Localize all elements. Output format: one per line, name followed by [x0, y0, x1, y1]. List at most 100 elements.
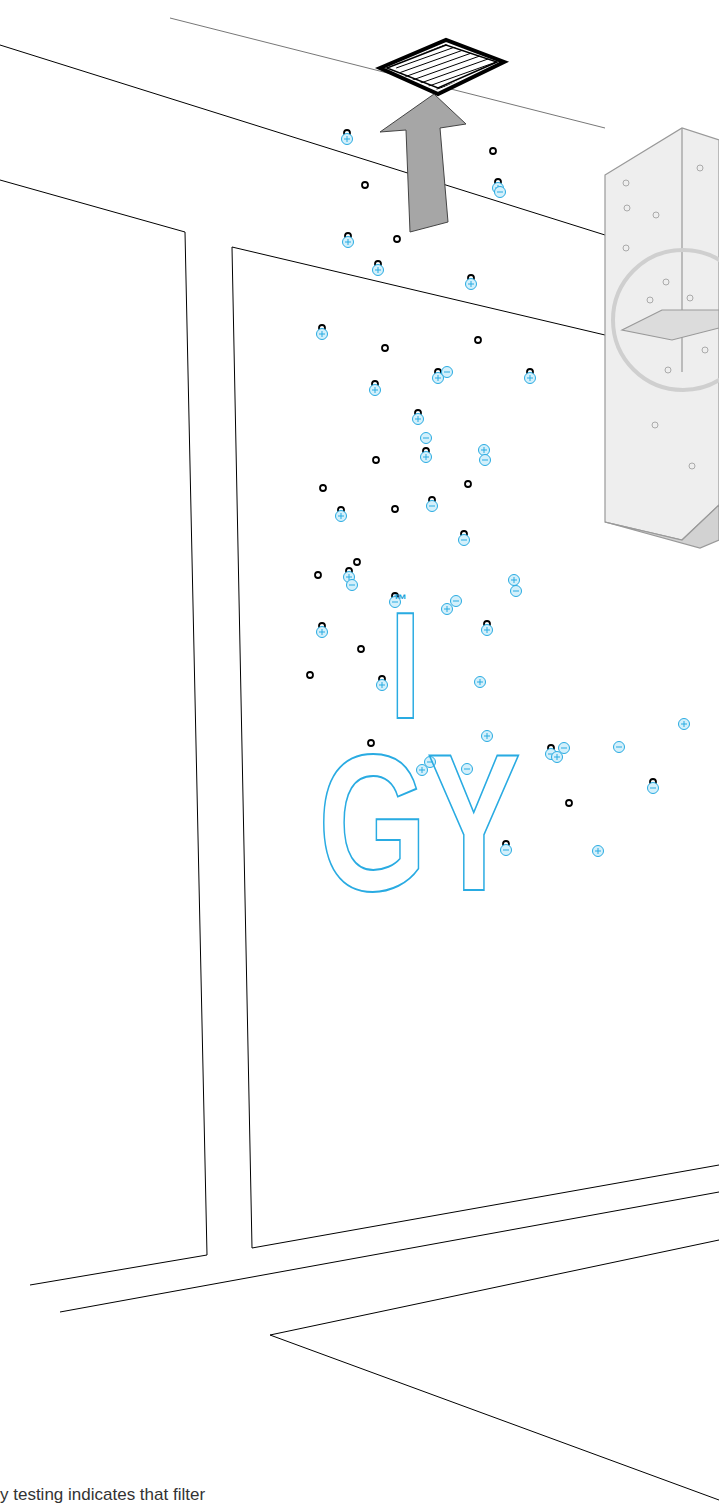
- ion-sign: [598, 848, 599, 854]
- particle: [382, 345, 388, 351]
- particle: [354, 559, 360, 565]
- vent-slat: [380, 0, 520, 50]
- particle: [475, 337, 481, 343]
- ion-charge: [679, 719, 690, 730]
- ion-charge: [413, 414, 424, 425]
- ion-charge: [377, 680, 388, 691]
- ion-charge: [421, 433, 432, 444]
- vent-slat: [425, 50, 565, 100]
- unit-dot: [623, 180, 629, 186]
- particle: [373, 457, 379, 463]
- ion-sign: [322, 629, 323, 635]
- unit-dot: [689, 463, 695, 469]
- room-lines: [0, 18, 719, 1500]
- ion-charge: [559, 743, 570, 754]
- ion-sign: [447, 606, 448, 612]
- ion-charge: [442, 367, 453, 378]
- ion-charge: [509, 575, 520, 586]
- ion-charge: [343, 237, 354, 248]
- unit-dot: [647, 297, 653, 303]
- unit-dot: [665, 367, 671, 373]
- ion-charge: [480, 455, 491, 466]
- ion-charge: [495, 187, 506, 198]
- ion-sign: [444, 372, 450, 373]
- unit-dot: [697, 165, 703, 171]
- ion-sign: [453, 601, 459, 602]
- ion-charge: [317, 329, 328, 340]
- particle: [307, 672, 313, 678]
- heading-letter: I: [390, 588, 421, 741]
- ion-sign: [341, 513, 342, 519]
- ion-charge: [451, 596, 462, 607]
- ion-charge: [421, 452, 432, 463]
- ion-sign: [514, 577, 515, 583]
- ion-charge: [347, 580, 358, 591]
- ion-charge: [525, 373, 536, 384]
- ion-sign: [349, 585, 355, 586]
- ion-sign: [322, 331, 323, 337]
- airflow-arrow: [380, 94, 466, 232]
- vent-slat: [408, 32, 548, 82]
- ion-sign: [349, 574, 350, 580]
- ion-charge: [442, 604, 453, 615]
- ion-charge: [482, 625, 493, 636]
- ion-sign: [480, 679, 481, 685]
- particle: [490, 148, 496, 154]
- ion-sign: [482, 460, 488, 461]
- unit-dot: [702, 347, 708, 353]
- ion-sign: [382, 682, 383, 688]
- ion-charge: [317, 627, 328, 638]
- unit-dot: [653, 212, 659, 218]
- ion-charge: [336, 511, 347, 522]
- ion-sign: [378, 267, 379, 273]
- ion-charge: [373, 265, 384, 276]
- ion-sign: [616, 747, 622, 748]
- ion-sign: [423, 438, 429, 439]
- particle: [320, 485, 326, 491]
- particle: [394, 236, 400, 242]
- particle: [315, 572, 321, 578]
- particle: [392, 506, 398, 512]
- unit-dot: [663, 279, 669, 285]
- unit-dot: [687, 295, 693, 301]
- ion-sign: [438, 375, 439, 381]
- vent-slat: [421, 45, 561, 95]
- particle: [362, 182, 368, 188]
- ion-charge: [342, 134, 353, 145]
- vent-slat: [416, 41, 556, 91]
- particle: [566, 800, 572, 806]
- ion-charge: [593, 846, 604, 857]
- ion-sign: [461, 540, 467, 541]
- unit-dot: [624, 205, 630, 211]
- ion-sign: [684, 721, 685, 727]
- ceiling-vent: [380, 0, 565, 100]
- footnote-text: y testing indicates that filter: [0, 1486, 205, 1503]
- ion-sign: [471, 281, 472, 287]
- ion-sign: [530, 375, 531, 381]
- ion-sign: [484, 447, 485, 453]
- ion-sign: [347, 136, 348, 142]
- heading-letters: GY: [318, 725, 521, 920]
- ion-charge: [614, 742, 625, 753]
- ion-charge: [648, 783, 659, 794]
- ion-sign: [513, 591, 519, 592]
- particle: [358, 646, 364, 652]
- ion-charge: [459, 535, 470, 546]
- ion-charge: [511, 586, 522, 597]
- unit-dot: [623, 245, 629, 251]
- ion-sign: [429, 506, 435, 507]
- ionizer-unit: [605, 128, 719, 548]
- vent-slat: [412, 36, 552, 86]
- ion-charge: [552, 752, 563, 763]
- ion-charge: [370, 385, 381, 396]
- ion-charge: [479, 445, 490, 456]
- ion-sign: [487, 627, 488, 633]
- particle: [465, 481, 471, 487]
- ion-sign: [418, 416, 419, 422]
- ion-sign: [650, 788, 656, 789]
- ion-charge: [475, 677, 486, 688]
- unit-dot: [652, 422, 658, 428]
- ion-sign: [348, 239, 349, 245]
- ion-charge: [466, 279, 477, 290]
- ion-sign: [426, 454, 427, 460]
